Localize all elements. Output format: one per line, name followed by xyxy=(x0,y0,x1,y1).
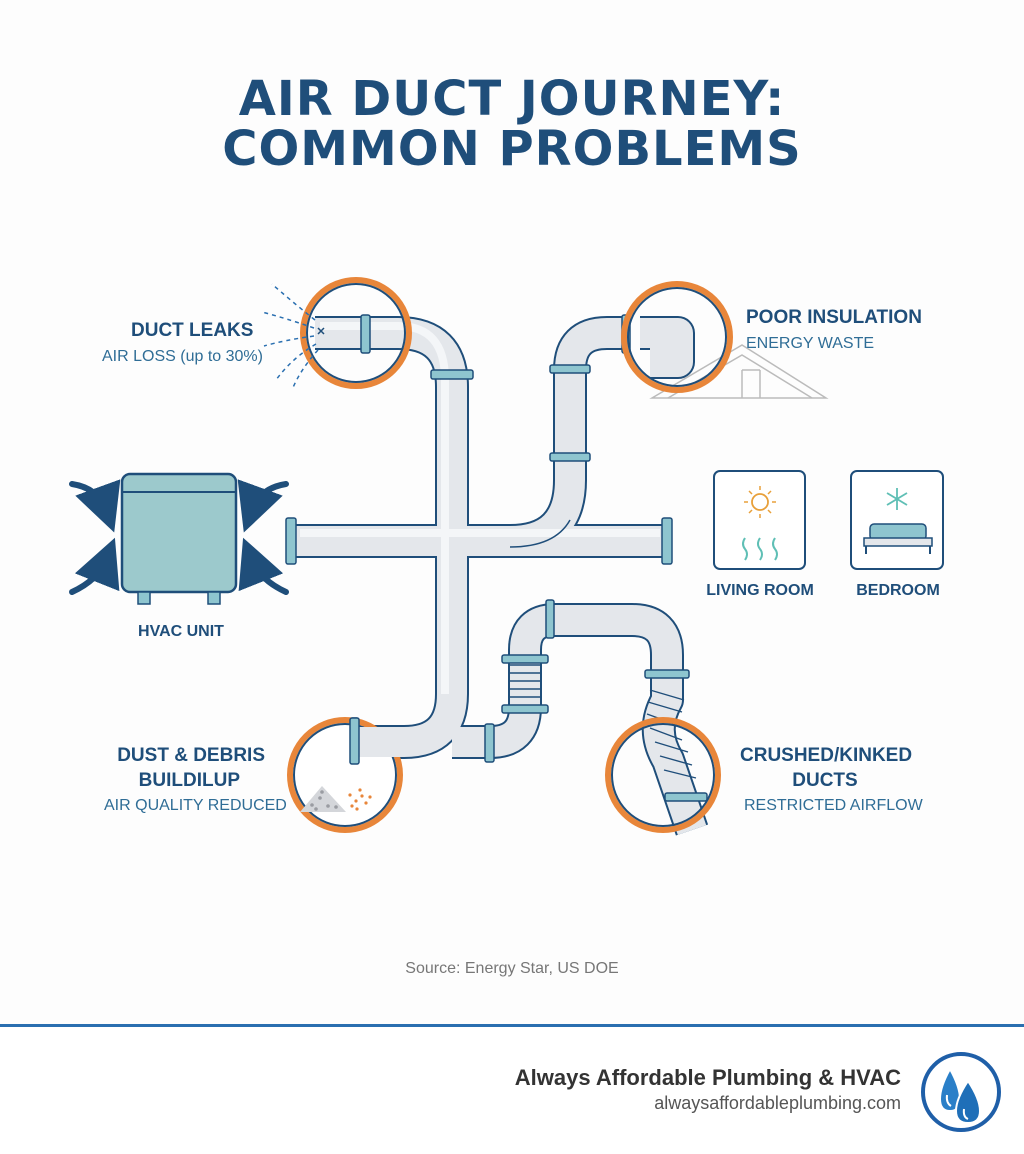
poor-insulation-heading: POOR INSULATION xyxy=(746,307,922,328)
page-title-line-2: COMMON PROBLEMS xyxy=(222,121,802,177)
dust-debris-heading-line-1: DUST & DEBRIS xyxy=(117,745,265,766)
dust-debris-detail: AIR QUALITY REDUCED xyxy=(104,797,287,814)
poor-insulation-detail: ENERGY WASTE xyxy=(746,335,875,352)
company-name: Always Affordable Plumbing & HVAC xyxy=(514,1065,901,1090)
living-room-label: LIVING ROOM xyxy=(706,582,814,599)
bedroom-icon xyxy=(850,470,944,570)
water-drops-icon xyxy=(921,1052,1001,1132)
duct-leaks-detail: AIR LOSS (up to 30%) xyxy=(102,348,263,365)
hvac-unit-icon xyxy=(120,472,238,605)
airflow-arrows-icon xyxy=(69,479,289,595)
poor-insulation-circle xyxy=(621,281,733,393)
footer-divider xyxy=(0,1024,1024,1027)
crushed-ducts-heading-line-1: CRUSHED/KINKED xyxy=(740,745,913,766)
footer: Always Affordable Plumbing & HVAC always… xyxy=(0,1027,1024,1154)
duct-leak-circle xyxy=(261,277,412,391)
duct-diagram xyxy=(69,277,944,836)
dust-pile-icon xyxy=(300,786,372,812)
crushed-ducts-detail: RESTRICTED AIRFLOW xyxy=(744,797,923,814)
source-citation: Source: Energy Star, US DOE xyxy=(405,960,619,977)
company-website[interactable]: alwaysaffordableplumbing.com xyxy=(654,1093,901,1113)
duct-couplings xyxy=(285,314,708,802)
crushed-ducts-heading-line-2: DUCTS xyxy=(792,770,858,791)
duct-leaks-heading: DUCT LEAKS xyxy=(131,320,254,341)
brand-block: Always Affordable Plumbing & HVAC always… xyxy=(515,1065,901,1114)
dust-debris-circle xyxy=(287,717,404,833)
living-room-icon xyxy=(713,470,806,570)
crushed-duct-circle xyxy=(605,717,721,833)
snowflake-icon xyxy=(886,488,908,510)
page-title-line-1: AIR DUCT JOURNEY: xyxy=(238,71,786,127)
air-leak-icon xyxy=(261,283,319,391)
dust-debris-heading-line-2: BUILDILUP xyxy=(138,770,240,791)
bedroom-label: BEDROOM xyxy=(856,582,940,599)
hvac-unit-label: HVAC UNIT xyxy=(138,623,224,640)
